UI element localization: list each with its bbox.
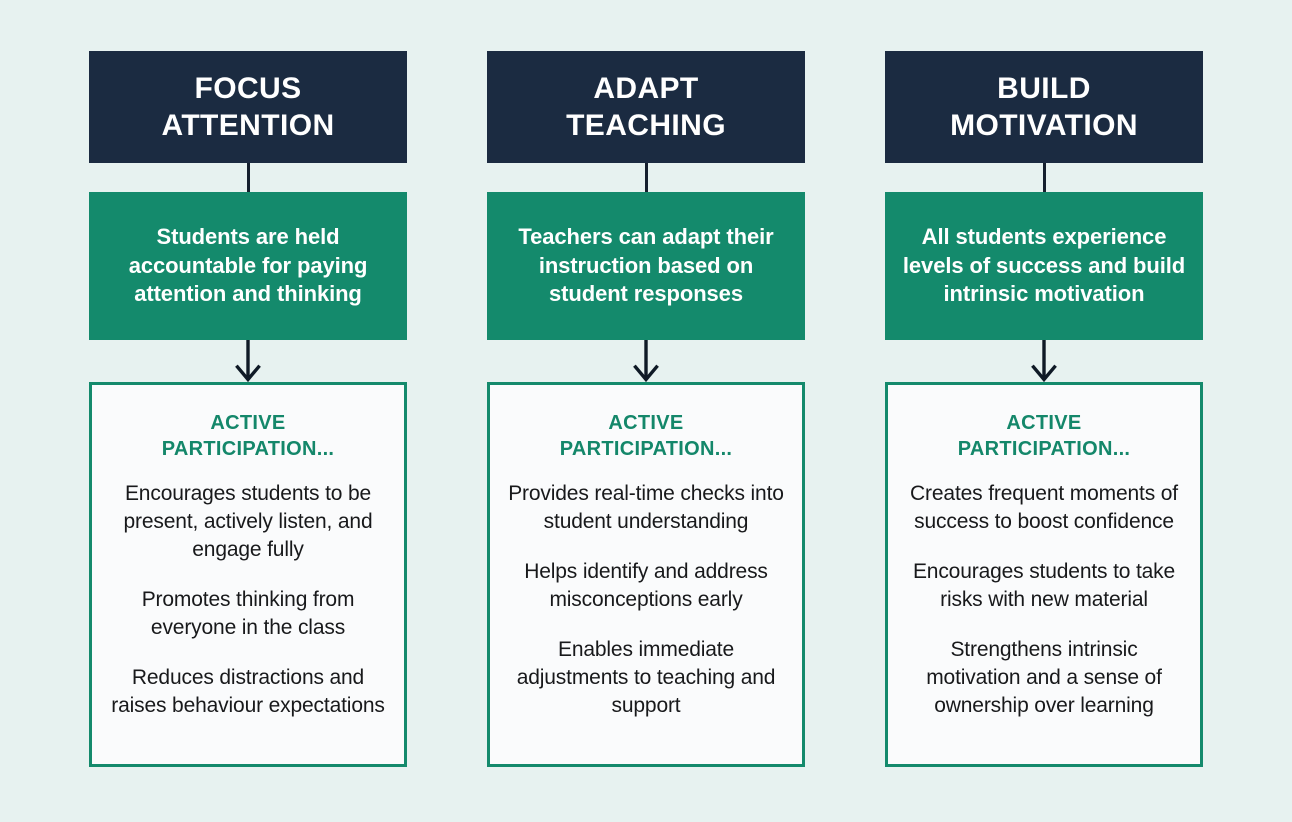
statement-box-build-motivation: All students experience levels of succes… (885, 192, 1203, 340)
card-heading: ACTIVE PARTICIPATION... (161, 412, 335, 460)
connector-line-header-to-statement (885, 163, 1203, 192)
card-point: Helps identify and address misconception… (524, 560, 768, 611)
outcome-card-focus-attention: ACTIVE PARTICIPATION... Encourages stude… (89, 382, 407, 767)
card-points-list: Creates frequent moments of success to b… (902, 480, 1186, 719)
card-point: Provides real-time checks into student u… (508, 482, 784, 534)
statement-text: Teachers can adapt their instruction bas… (518, 224, 774, 307)
card-point: Strengthens intrinsic motivation and a s… (926, 637, 1162, 717)
card-point: Creates frequent moments of success to b… (910, 482, 1178, 534)
card-points-list: Provides real-time checks into student u… (504, 480, 788, 719)
header-title: BUILD MOTIVATION (950, 71, 1138, 142)
column-build-motivation: BUILD MOTIVATION All students experience… (885, 51, 1203, 767)
card-point: Promotes thinking from everyone in the c… (141, 587, 355, 639)
card-point: Reduces distractions and raises behaviou… (111, 665, 385, 717)
column-focus-attention: FOCUS ATTENTION Students are held accoun… (89, 51, 407, 767)
card-heading: ACTIVE PARTICIPATION... (559, 412, 733, 460)
header-title: ADAPT TEACHING (566, 71, 726, 142)
column-adapt-teaching: ADAPT TEACHING Teachers can adapt their … (487, 51, 805, 767)
statement-text: All students experience levels of succes… (902, 224, 1186, 307)
card-point: Encourages students to be present, activ… (123, 482, 373, 562)
card-point: Enables immediate adjustments to teachin… (516, 637, 776, 717)
header-box-adapt-teaching: ADAPT TEACHING (487, 51, 805, 163)
connector-line-header-to-statement (89, 163, 407, 192)
arrow-down-icon (89, 340, 407, 382)
statement-text: Students are held accountable for paying… (128, 224, 368, 307)
outcome-card-adapt-teaching: ACTIVE PARTICIPATION... Provides real-ti… (487, 382, 805, 767)
card-heading: ACTIVE PARTICIPATION... (957, 412, 1131, 460)
card-point: Encourages students to take risks with n… (912, 560, 1176, 611)
columns-container: FOCUS ATTENTION Students are held accoun… (89, 51, 1203, 767)
connector-line-header-to-statement (487, 163, 805, 192)
outcome-card-build-motivation: ACTIVE PARTICIPATION... Creates frequent… (885, 382, 1203, 767)
header-box-focus-attention: FOCUS ATTENTION (89, 51, 407, 163)
arrow-down-icon (487, 340, 805, 382)
arrow-down-icon (885, 340, 1203, 382)
statement-box-adapt-teaching: Teachers can adapt their instruction bas… (487, 192, 805, 340)
card-points-list: Encourages students to be present, activ… (106, 480, 390, 719)
header-title: FOCUS ATTENTION (161, 71, 335, 142)
header-box-build-motivation: BUILD MOTIVATION (885, 51, 1203, 163)
statement-box-focus-attention: Students are held accountable for paying… (89, 192, 407, 340)
